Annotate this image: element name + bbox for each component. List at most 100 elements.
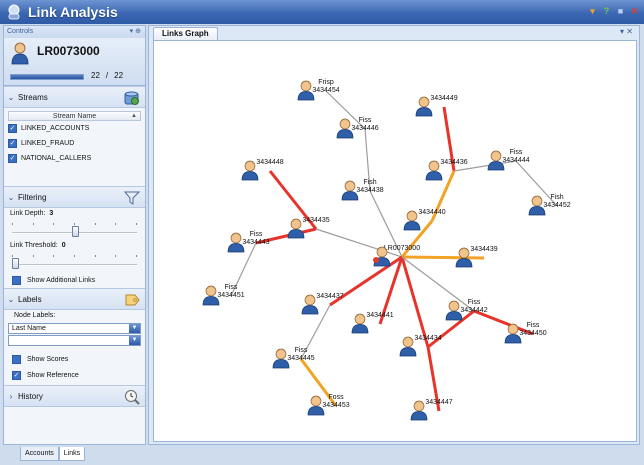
checkbox-icon[interactable]: ✓: [8, 154, 17, 163]
maximize-icon[interactable]: ■: [617, 6, 624, 16]
graph-node-label: Foss 3434453: [322, 394, 350, 409]
graph-edge-gray[interactable]: [300, 304, 331, 360]
graph-node[interactable]: Fish 3434452: [527, 194, 587, 216]
chevron-down-icon[interactable]: ⌄: [7, 192, 15, 202]
stream-row[interactable]: ✓ LINKED_FRAUD: [8, 136, 141, 151]
slider-handle[interactable]: [12, 258, 19, 269]
graph-node[interactable]: 3434434: [398, 335, 458, 357]
label-tag-icon: [125, 294, 140, 306]
graph-node[interactable]: 3434440: [402, 209, 462, 231]
graph-node[interactable]: Fiss 3434445: [271, 347, 331, 369]
labels-section-header[interactable]: ⌄ Labels: [4, 288, 145, 310]
chevron-right-icon[interactable]: ›: [9, 391, 13, 401]
graph-node[interactable]: Fiss 3434443: [226, 231, 286, 253]
graph-edge-gray[interactable]: [453, 160, 517, 172]
stream-row[interactable]: ✓ LINKED_ACCOUNTS: [8, 121, 141, 136]
streams-section-header[interactable]: ⌄ Streams: [4, 86, 145, 108]
graph-edge-orange[interactable]: [299, 358, 338, 407]
graph-node-label: 3434436: [440, 159, 468, 166]
person-icon: [272, 348, 290, 369]
graph-node[interactable]: 3434448: [240, 159, 300, 181]
graph-node[interactable]: 3434435: [286, 217, 346, 239]
checkbox-icon[interactable]: [12, 354, 21, 364]
graph-node[interactable]: 3434447: [409, 399, 469, 421]
checkbox-icon[interactable]: [12, 275, 21, 285]
graph-node[interactable]: 3434449: [414, 95, 474, 117]
chevron-down-icon[interactable]: ▼: [129, 336, 140, 345]
person-icon: [227, 232, 245, 253]
link-threshold-slider[interactable]: [12, 252, 137, 272]
graph-edge-red[interactable]: [400, 256, 430, 348]
person-icon: [487, 150, 505, 171]
help-icon[interactable]: ?: [603, 6, 610, 16]
graph-node[interactable]: Frisp 3434454: [296, 79, 356, 101]
graph-edge-red[interactable]: [473, 309, 534, 336]
graph-edge-gray[interactable]: [230, 242, 257, 297]
controls-tools-icon[interactable]: ▾ ⊕: [129, 28, 141, 35]
graph-node[interactable]: 3434439: [454, 246, 514, 268]
graph-edge-orange[interactable]: [430, 170, 456, 222]
person-icon: [403, 210, 421, 231]
node-label-select-2[interactable]: ▼: [8, 335, 141, 346]
graph-node-center[interactable]: LR0073000: [372, 245, 432, 267]
history-section-header[interactable]: › History: [4, 385, 145, 407]
graph-edge-red[interactable]: [427, 309, 475, 349]
checkbox-icon[interactable]: ✓: [8, 124, 17, 133]
graph-edge-orange[interactable]: [400, 220, 434, 258]
graph-node[interactable]: 3434436: [424, 159, 484, 181]
link-depth-slider[interactable]: [12, 220, 137, 240]
person-icon: [11, 42, 29, 65]
tab-accounts[interactable]: Accounts: [20, 447, 59, 461]
checkbox-icon[interactable]: ✓: [12, 370, 21, 380]
chevron-down-icon[interactable]: ⌄: [7, 294, 15, 304]
graph-edge-gray[interactable]: [364, 128, 371, 192]
show-reference-option[interactable]: ✓ Show Reference: [4, 367, 145, 383]
stream-column-label: Stream Name: [52, 113, 97, 120]
chevron-down-icon[interactable]: ⌄: [7, 92, 15, 102]
close-icon[interactable]: ✕: [626, 27, 633, 36]
graph-node[interactable]: Fiss 3434444: [486, 149, 546, 171]
graph-edge-red[interactable]: [426, 346, 441, 412]
graph-node[interactable]: 3434437: [300, 293, 360, 315]
close-icon[interactable]: ✕: [630, 6, 639, 16]
graph-edge-red[interactable]: [378, 256, 404, 325]
graph-edge-red[interactable]: [268, 170, 318, 230]
person-icon: [425, 160, 443, 181]
checkbox-icon[interactable]: ✓: [8, 139, 17, 148]
node-label-select-1[interactable]: Last Name ▼: [8, 323, 141, 334]
graph-edge-gray[interactable]: [315, 228, 403, 258]
chevron-down-icon[interactable]: ▼: [129, 324, 140, 333]
stream-row[interactable]: ✓ NATIONAL_CALLERS: [8, 151, 141, 166]
dropdown-icon[interactable]: ▾: [620, 27, 625, 36]
person-icon: [415, 96, 433, 117]
tab-links[interactable]: Links: [58, 447, 86, 461]
show-additional-links-option[interactable]: Show Additional Links: [4, 272, 145, 288]
filtering-section-header[interactable]: ⌄ Filtering: [4, 186, 145, 208]
graph-edge-red[interactable]: [255, 227, 317, 245]
graph-node-label: Frisp 3434454: [312, 79, 340, 94]
graph-edge-red[interactable]: [442, 106, 456, 172]
graph-node[interactable]: Fiss 3434450: [503, 322, 563, 344]
graph-edge-gray[interactable]: [401, 256, 475, 312]
graph-node[interactable]: Foss 3434453: [306, 394, 366, 416]
graph-edge-gray[interactable]: [515, 160, 558, 207]
graph-edge-orange[interactable]: [401, 255, 485, 260]
sort-asc-icon: ▲: [131, 113, 137, 119]
graph-node[interactable]: Fiss 3434446: [335, 117, 395, 139]
graph-edge-gray[interactable]: [325, 90, 366, 130]
minimize-icon[interactable]: ▾: [590, 6, 595, 16]
graph-node[interactable]: Fish 3434438: [340, 179, 400, 201]
graph-node[interactable]: 3434441: [350, 312, 410, 334]
link-depth-value: 3: [49, 210, 54, 217]
tab-links-graph[interactable]: Links Graph: [153, 27, 218, 40]
tab-tools: ▾ ✕: [620, 27, 633, 36]
graph-edge-gray[interactable]: [369, 190, 403, 258]
slider-handle[interactable]: [72, 226, 79, 237]
stream-name-column[interactable]: Stream Name ▲: [8, 111, 141, 121]
show-scores-option[interactable]: Show Scores: [4, 351, 145, 367]
graph-node[interactable]: Fiss 3434442: [444, 299, 504, 321]
graph-node[interactable]: Fiss 3434451: [201, 284, 261, 306]
filtering-title: Filtering: [18, 192, 47, 202]
